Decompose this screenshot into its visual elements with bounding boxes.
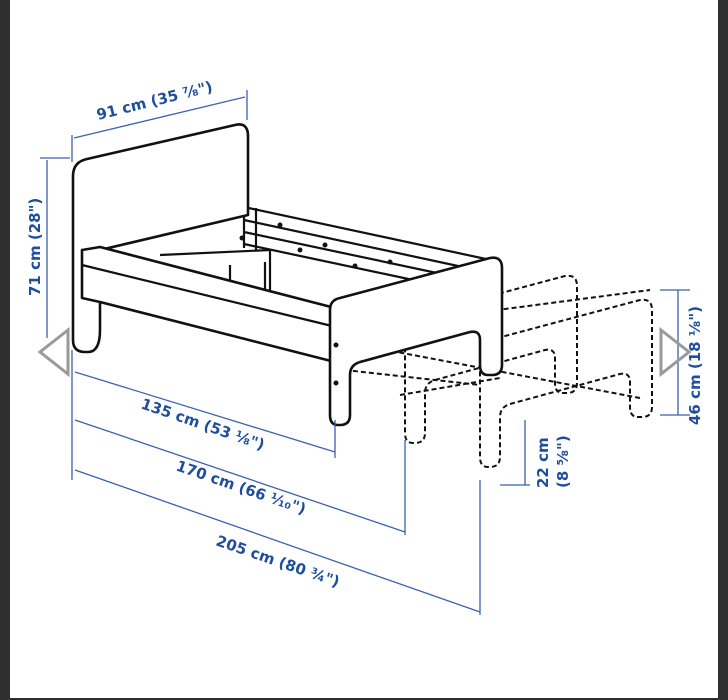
footboard-height-label: 46 cm (18 ⅛") <box>686 306 704 425</box>
dimension-lines <box>40 90 690 615</box>
clearance-label-line1: 22 cm <box>534 437 552 488</box>
footboard <box>328 256 504 427</box>
length-min-label: 135 cm (53 ⅛") <box>139 395 267 454</box>
height-label: 71 cm (28") <box>26 198 44 296</box>
clearance-label-line2: (8 ⅝") <box>554 435 572 488</box>
length-mid-label: 170 cm (66 ¹⁄₁₀") <box>174 457 309 518</box>
triangle-right-icon[interactable] <box>659 326 692 378</box>
extension-outline-1 <box>404 274 578 444</box>
side-rail <box>80 245 337 364</box>
width-label: 91 cm (35 ⅞") <box>95 78 215 124</box>
extension-outline-2 <box>479 298 653 468</box>
triangle-left-icon[interactable] <box>37 326 70 378</box>
